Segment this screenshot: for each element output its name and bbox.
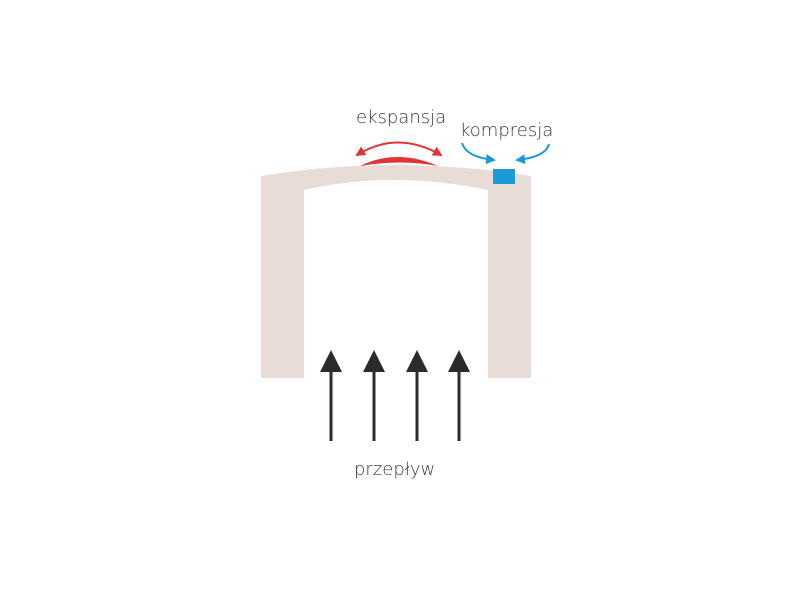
left-wall <box>261 176 304 378</box>
expansion-bulge <box>360 157 438 166</box>
right-wall <box>488 176 531 378</box>
flow-arrow-icon <box>363 350 385 441</box>
compression-arrow-right-icon <box>515 143 550 165</box>
flow-arrow-icon <box>448 350 470 441</box>
compression-arrow-left-icon <box>461 142 496 165</box>
compression-label: kompresja <box>460 120 554 141</box>
flow-arrow-icon <box>320 350 342 441</box>
expansion-arrow-icon <box>355 141 443 157</box>
deformed-top-beam <box>261 165 531 190</box>
expansion-label: ekspansja <box>356 107 447 128</box>
flow-arrow-icon <box>406 350 428 441</box>
compression-block <box>493 169 515 184</box>
flow-label: przepływ <box>354 459 436 480</box>
flow-arrows <box>320 350 470 441</box>
